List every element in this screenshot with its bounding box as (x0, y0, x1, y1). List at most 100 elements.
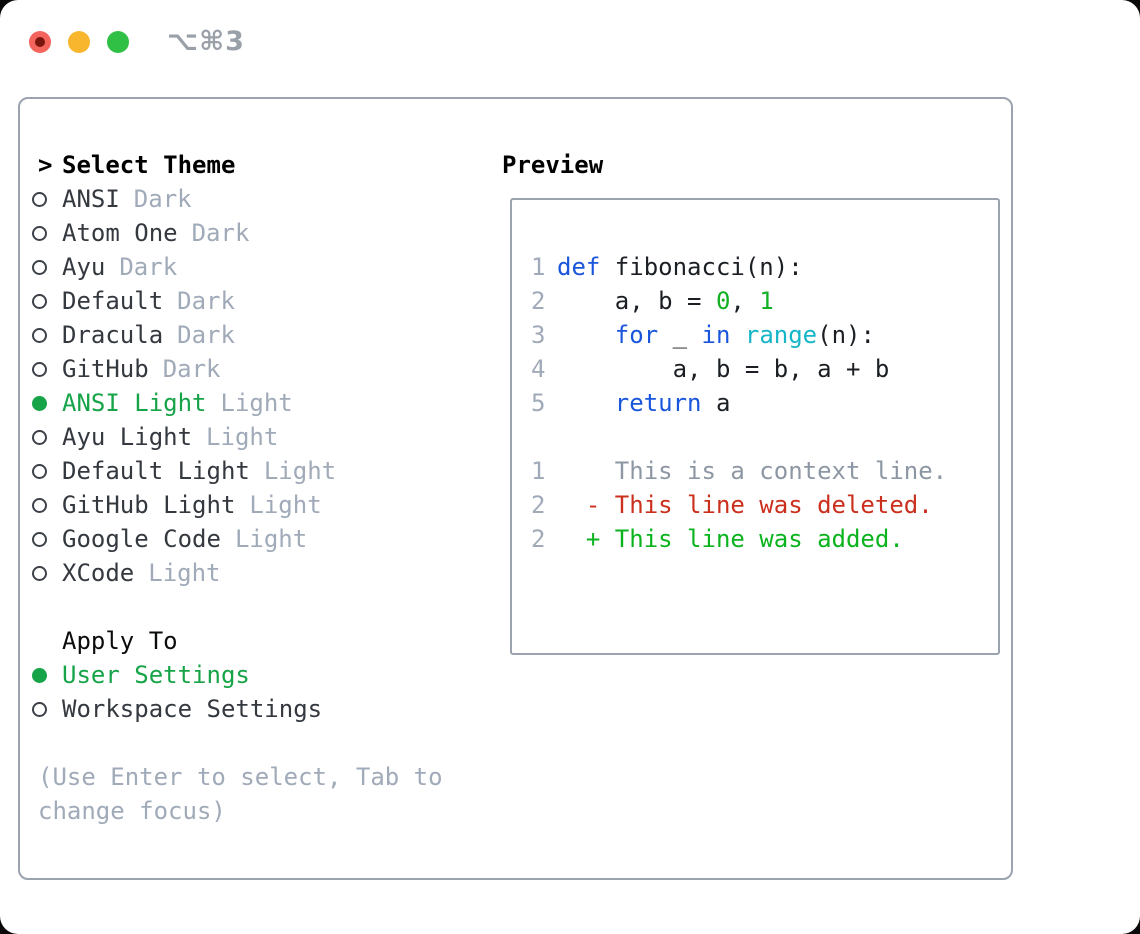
line-number: 1 (531, 253, 546, 281)
theme-option-default[interactable]: Default Dark (32, 284, 478, 318)
line-number: 3 (531, 321, 546, 349)
section-gap (32, 590, 478, 624)
apply-to-title: Apply To (62, 627, 178, 655)
preview-line: 3 for _ in range(n): (531, 318, 998, 352)
apply-option-workspace-settings[interactable]: Workspace Settings (32, 692, 478, 726)
theme-option-default-light[interactable]: Default Light Light (32, 454, 478, 488)
option-label: XCode (62, 559, 135, 587)
variant-badge: Dark (191, 219, 250, 247)
preview-line: 5 return a (531, 386, 998, 420)
theme-list-title: Select Theme (62, 151, 236, 179)
theme-list-header: > Select Theme (32, 148, 478, 182)
line-number: 5 (531, 389, 546, 417)
preview-line: 1 This is a context line. (531, 454, 998, 488)
variant-badge: Light (148, 559, 221, 587)
radio-column (32, 293, 62, 309)
apply-option-user-settings[interactable]: User Settings (32, 658, 478, 692)
radio-icon (32, 191, 47, 207)
option-label: Google Code (62, 525, 221, 553)
variant-badge: Light (263, 457, 337, 485)
radio-icon (32, 701, 47, 717)
line-content: + This line was added. (557, 525, 904, 553)
radio-column (32, 225, 62, 241)
apply-to-header: Apply To (32, 624, 478, 658)
option-label: Dracula (62, 321, 164, 349)
option-label: Default Light (62, 457, 250, 485)
theme-option-github-light[interactable]: GitHub Light Light (32, 488, 478, 522)
radio-icon (32, 225, 47, 241)
minimize-button[interactable] (68, 30, 90, 53)
variant-badge: Light (206, 423, 279, 451)
radio-column (32, 565, 62, 581)
zoom-button[interactable] (107, 30, 129, 53)
radio-selected-icon (32, 395, 47, 411)
variant-badge: Dark (177, 287, 235, 315)
radio-column (32, 531, 62, 547)
variant-badge: Dark (133, 185, 192, 213)
radio-column (32, 191, 62, 207)
preview-line: 2 - This line was deleted. (531, 488, 998, 522)
theme-option-atom-one[interactable]: Atom One Dark (32, 216, 478, 250)
radio-column (32, 701, 62, 717)
preview-line: 2 + This line was added. (531, 522, 998, 556)
line-number: 1 (531, 457, 546, 485)
variant-badge: Light (249, 491, 322, 519)
line-content: - This line was deleted. (557, 491, 933, 519)
variant-badge: Dark (162, 355, 221, 383)
radio-icon (32, 293, 47, 309)
radio-icon (32, 429, 47, 445)
unsaved-changes-dot-icon (35, 36, 45, 47)
diff-preview: 1 This is a context line.2 - This line w… (531, 454, 998, 556)
option-label: ANSI Light (62, 389, 207, 417)
theme-option-ayu-light[interactable]: Ayu Light Light (32, 420, 478, 454)
radio-column (32, 361, 62, 377)
variant-badge: Dark (119, 253, 178, 281)
option-label: Ayu (62, 253, 106, 281)
keyboard-hint: (Use Enter to select, Tab to change focu… (38, 763, 443, 825)
theme-option-ayu[interactable]: Ayu Dark (32, 250, 478, 284)
option-label: Atom One (62, 219, 178, 247)
selection-prompt-icon: > (38, 151, 53, 179)
option-label: Workspace Settings (62, 695, 323, 723)
option-label: GitHub Light (62, 491, 236, 519)
close-button[interactable] (29, 30, 51, 53)
line-number: 2 (531, 491, 546, 519)
window-title: ⌥⌘3 (167, 26, 245, 57)
radio-column (32, 667, 62, 683)
variant-badge: Light (220, 389, 293, 417)
preview-gap (531, 420, 998, 454)
radio-column (32, 429, 62, 445)
theme-option-xcode[interactable]: XCode Light (32, 556, 478, 590)
line-content: a, b = b, a + b (557, 355, 890, 383)
line-content: This is a context line. (557, 457, 948, 485)
radio-column (32, 497, 62, 513)
radio-icon (32, 361, 47, 377)
option-label: Default (62, 287, 164, 315)
line-content: a, b = 0, 1 (557, 287, 774, 315)
radio-column (32, 259, 62, 275)
line-number: 2 (531, 287, 546, 315)
preview-title: Preview (502, 151, 604, 179)
option-label: User Settings (62, 661, 250, 689)
preview-line: 4 a, b = b, a + b (531, 352, 998, 386)
option-label: Ayu Light (62, 423, 193, 451)
radio-column (32, 327, 62, 343)
radio-icon (32, 259, 47, 275)
radio-icon (32, 497, 47, 513)
theme-option-ansi-light[interactable]: ANSI Light Light (32, 386, 478, 420)
radio-column (32, 463, 62, 479)
radio-column (32, 395, 62, 411)
radio-icon (32, 565, 47, 581)
